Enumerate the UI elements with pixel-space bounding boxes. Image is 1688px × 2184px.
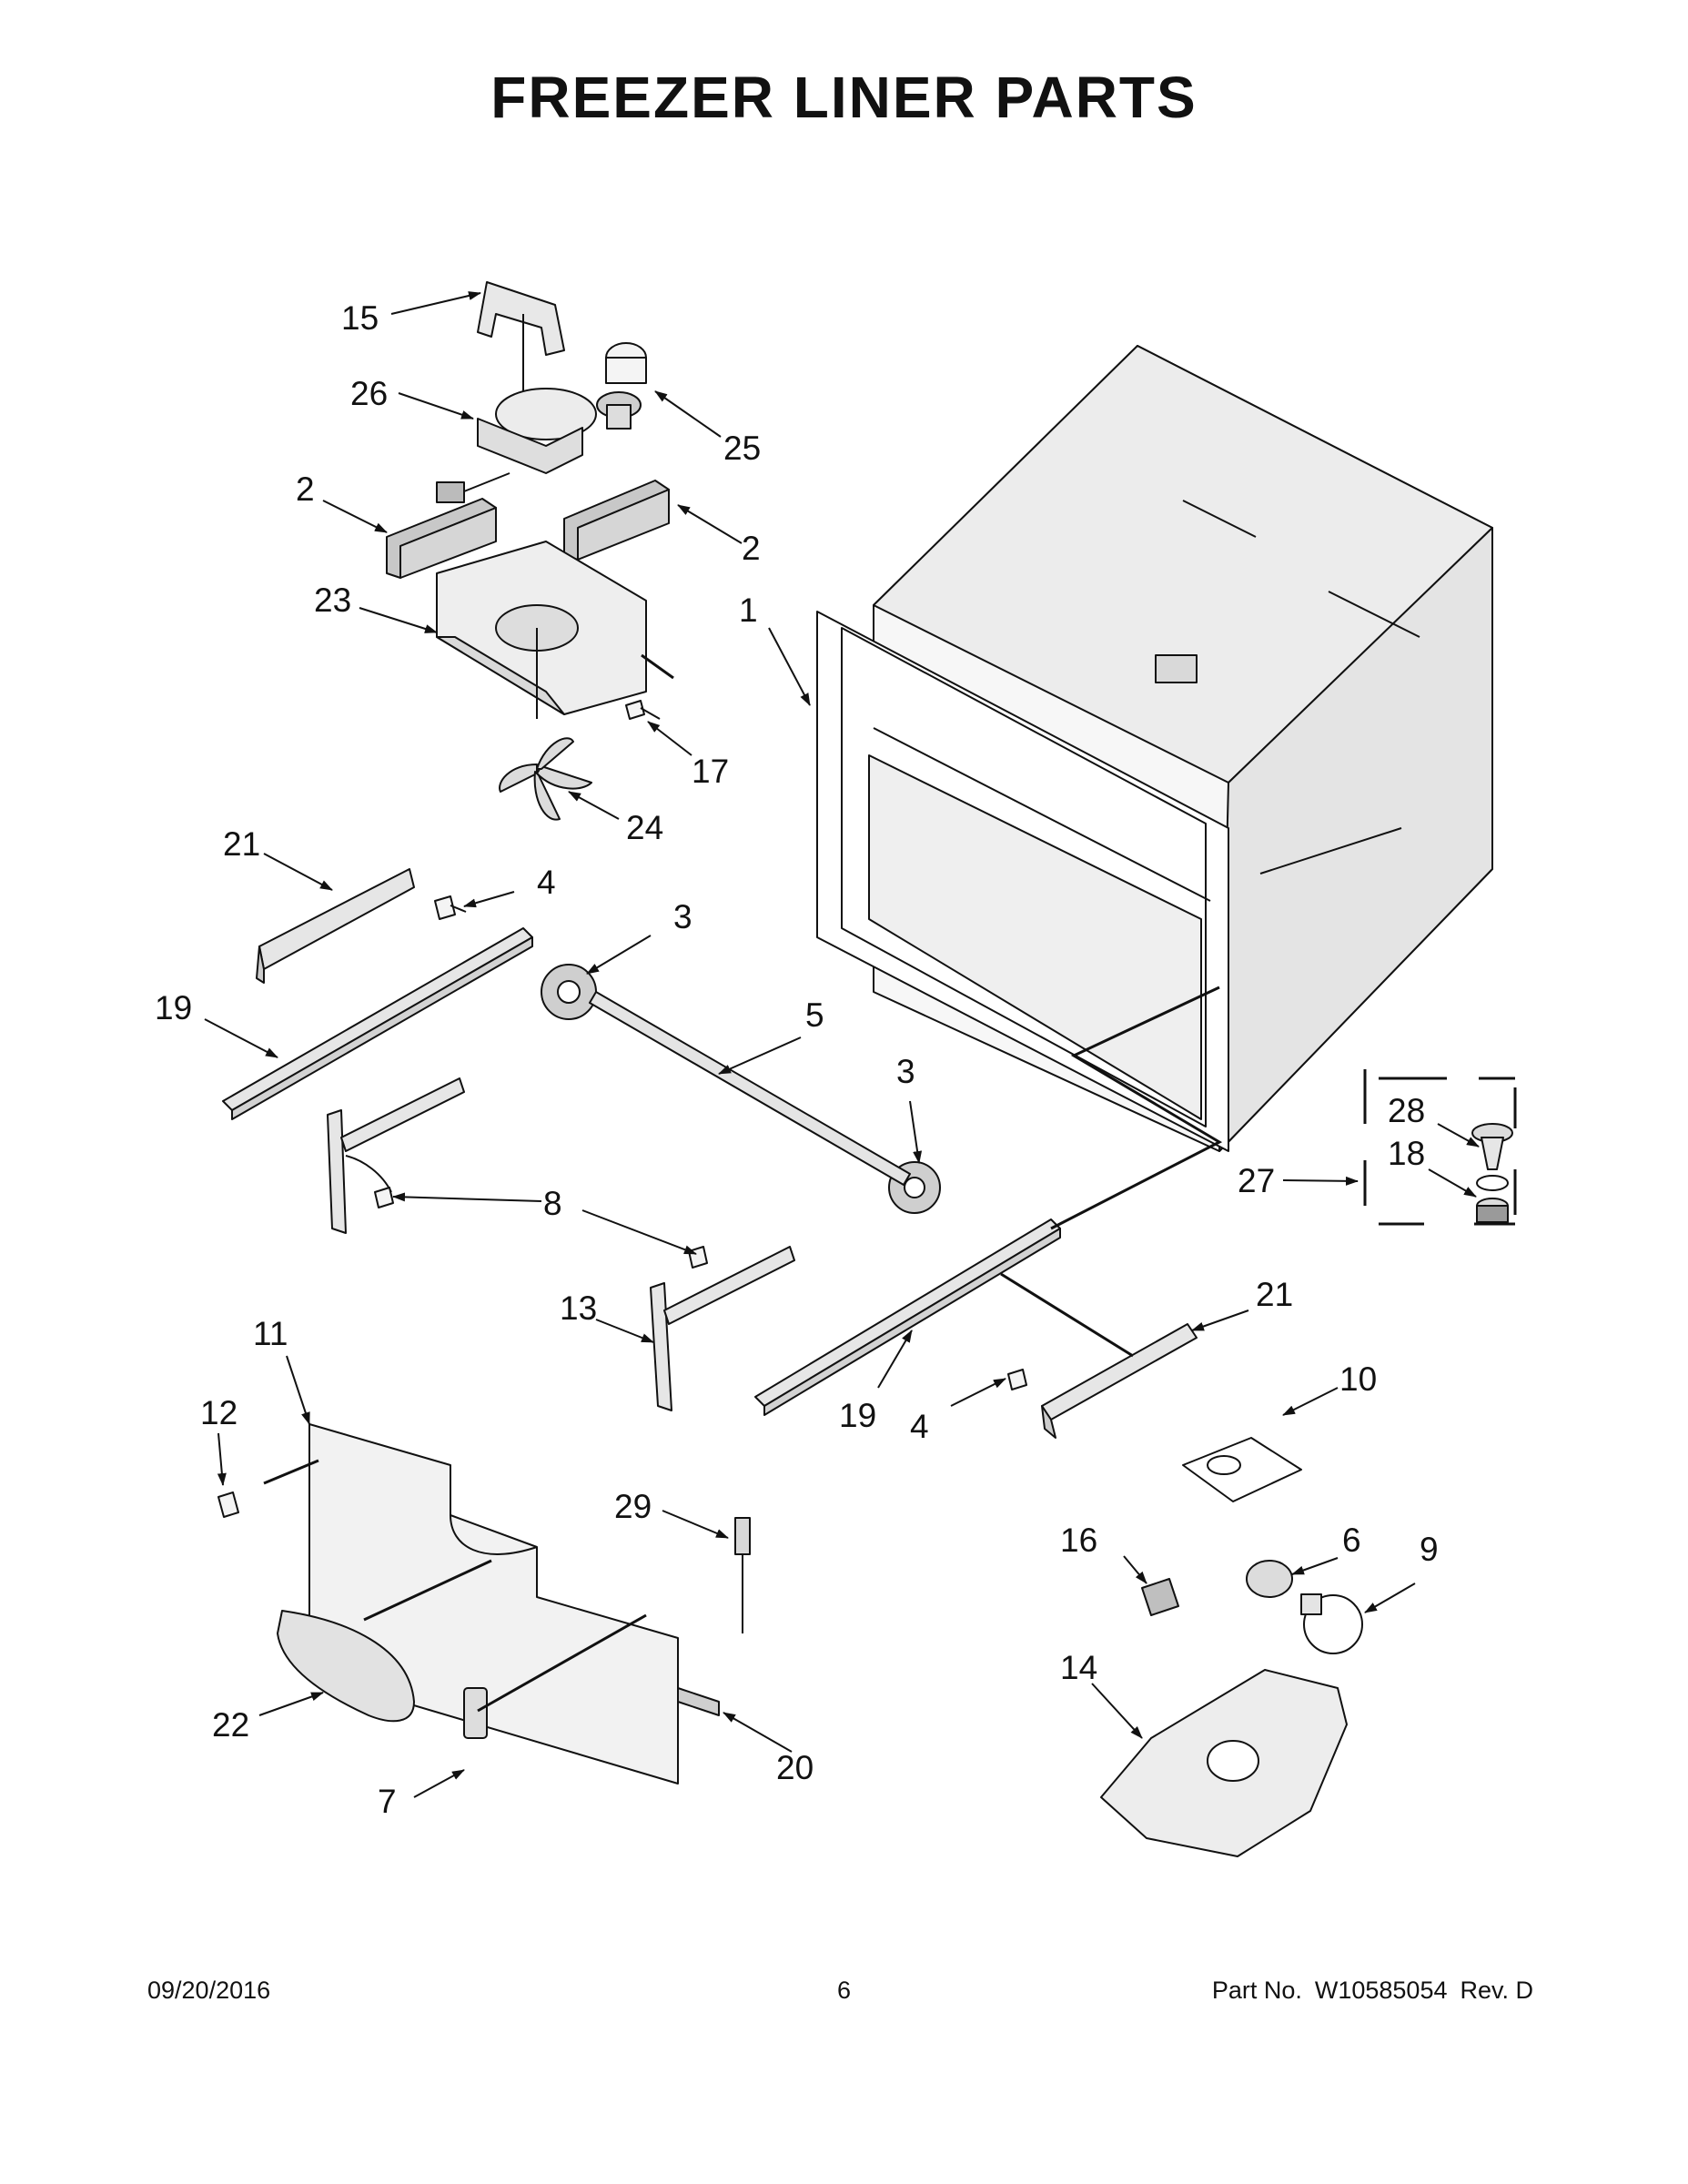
callout-5: 5 — [805, 996, 824, 1034]
foam-block-part-2-right — [563, 480, 670, 561]
rail-guide-part-21-lower — [1041, 1323, 1198, 1439]
callout-8: 8 — [543, 1185, 562, 1222]
screw-part-4-upper — [434, 895, 467, 920]
callout-3-upper: 3 — [673, 898, 692, 935]
footer-part-label: Part No. — [1211, 1977, 1302, 2004]
callout-18: 18 — [1388, 1135, 1425, 1172]
callout-23: 23 — [314, 581, 351, 619]
freezer-liner-part — [816, 345, 1493, 1152]
callout-9: 9 — [1420, 1531, 1439, 1568]
callout-11: 11 — [253, 1315, 288, 1352]
callout-21-upper: 21 — [223, 825, 260, 863]
shaft-part-5 — [589, 991, 911, 1186]
callout-21-lower: 21 — [1256, 1276, 1293, 1313]
group-bracket-27 — [1363, 1069, 1517, 1226]
callout-16: 16 — [1060, 1522, 1097, 1559]
connector-lines — [263, 653, 1223, 1713]
callout-24: 24 — [626, 809, 663, 846]
screw-part-12 — [217, 1491, 239, 1518]
screw-part-8-left — [374, 1187, 394, 1208]
callout-labels: 15 26 25 2 2 23 1 17 24 21 4 3 19 5 3 28… — [155, 299, 1439, 1820]
light-housing-part-14 — [1100, 1669, 1348, 1857]
callout-20: 20 — [776, 1749, 814, 1786]
callout-12: 12 — [200, 1394, 238, 1431]
fan-blade-part-24 — [499, 737, 592, 821]
damper-motor-part-26 — [436, 388, 597, 503]
leader-arrows — [204, 291, 1480, 1798]
rear-cover-part-11 — [308, 1423, 679, 1785]
grille-part-22 — [277, 1610, 415, 1723]
gasket-part-28 — [1471, 1123, 1513, 1191]
probe-part-29 — [734, 1517, 751, 1633]
callout-2-left: 2 — [296, 470, 315, 508]
callout-7: 7 — [378, 1783, 397, 1820]
callout-4-lower: 4 — [910, 1408, 929, 1445]
footer-page-number: 6 — [836, 1977, 852, 2004]
callout-26: 26 — [350, 375, 388, 412]
bracket-part-8-left — [327, 1077, 465, 1234]
socket-part-6 — [1246, 1560, 1293, 1598]
footer-part-info: Part No. W10585054 Rev. D — [1212, 1977, 1533, 2005]
screw-part-17 — [625, 700, 661, 720]
slide-rail-part-19-lower — [754, 1218, 1061, 1416]
slide-rail-part-19-upper — [222, 927, 533, 1120]
page-title: FREEZER LINER PARTS — [490, 65, 1198, 130]
rail-guide-part-21-upper — [256, 868, 415, 984]
callout-19-upper: 19 — [155, 989, 192, 1026]
bracket-part-15 — [477, 281, 565, 400]
bracket-part-13 — [650, 1246, 795, 1411]
callout-1: 1 — [739, 592, 758, 629]
label-part-10 — [1182, 1437, 1302, 1502]
callout-25: 25 — [723, 430, 761, 467]
foam-strip-part-20 — [677, 1687, 720, 1716]
fan-housing-part-23 — [436, 541, 647, 719]
callout-28: 28 — [1388, 1092, 1425, 1129]
screw-part-8-right — [688, 1246, 708, 1269]
callout-2-right: 2 — [742, 530, 761, 567]
gear-part-3-upper — [541, 964, 597, 1020]
callout-15: 15 — [341, 299, 379, 337]
footer-revision: Rev. D — [1460, 1977, 1533, 2004]
callout-10: 10 — [1339, 1360, 1377, 1398]
sensor-part-25 — [596, 342, 647, 430]
footer-part-number: W10585054 — [1314, 1977, 1448, 2004]
footer-date: 09/20/2016 — [147, 1977, 271, 2004]
callout-17: 17 — [692, 753, 729, 790]
clip-part-7 — [463, 1687, 488, 1739]
callout-29: 29 — [614, 1488, 652, 1525]
callout-4-upper: 4 — [537, 864, 556, 901]
screw-part-4-lower — [1007, 1369, 1027, 1390]
callout-13: 13 — [560, 1289, 597, 1327]
plug-part-18 — [1476, 1198, 1509, 1223]
switch-part-16 — [1141, 1578, 1179, 1616]
callout-6: 6 — [1342, 1522, 1361, 1559]
callout-19-lower: 19 — [839, 1397, 876, 1434]
bulb-part-9 — [1300, 1593, 1363, 1654]
foam-block-part-2-left — [386, 498, 497, 579]
callout-27: 27 — [1238, 1162, 1275, 1199]
callout-22: 22 — [212, 1706, 249, 1744]
callout-14: 14 — [1060, 1649, 1097, 1686]
callout-3-lower: 3 — [896, 1053, 915, 1090]
